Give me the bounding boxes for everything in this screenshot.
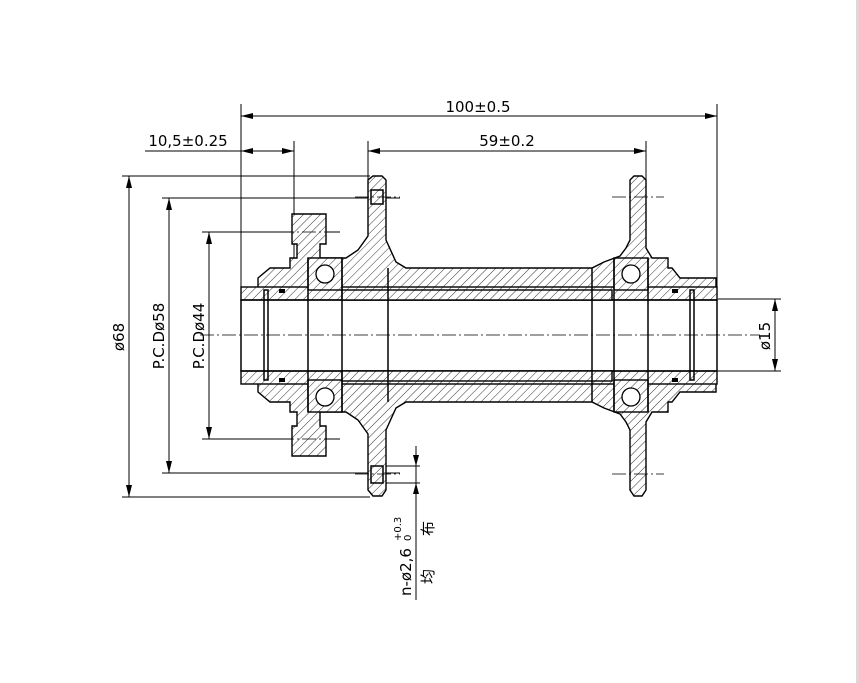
spacer-sleeve-lower (341, 370, 613, 382)
axle-diameter-label: ø15 (756, 322, 774, 350)
hole-spec-label: n-ø2,6 (397, 548, 415, 596)
outer-diameter-label: ø68 (110, 323, 128, 351)
pcd-large-label: P.C.Dø58 (150, 303, 168, 370)
flange-spacing-label: 59±0.2 (479, 132, 535, 150)
overall-length-label: 100±0.5 (445, 98, 510, 116)
dimension-lines (122, 104, 781, 600)
hub-shell-lower (257, 379, 717, 497)
hole-tol-lower: 0 (403, 535, 414, 541)
window-edge (856, 0, 859, 683)
bearing-ball (315, 387, 335, 407)
hole-note-bottom: 布 (419, 521, 437, 536)
hole-note-top: 均 (419, 569, 437, 584)
pcd-small-label: P.C.Dø44 (190, 303, 208, 370)
spacer-sleeve (341, 289, 613, 301)
hole-tol-upper: +0.3 (393, 517, 404, 541)
center-lines (200, 196, 760, 475)
dimension-labels: 100±0.5 10,5±0.25 59±0.2 ø68 P.C.Dø58 P.… (110, 98, 774, 596)
hub-section (240, 175, 718, 497)
bearing-ball (621, 264, 641, 284)
flange-offset-label: 10,5±0.25 (148, 132, 227, 150)
bearing-ball (315, 264, 335, 284)
bearing-ball (621, 387, 641, 407)
axle-bore (240, 299, 718, 372)
